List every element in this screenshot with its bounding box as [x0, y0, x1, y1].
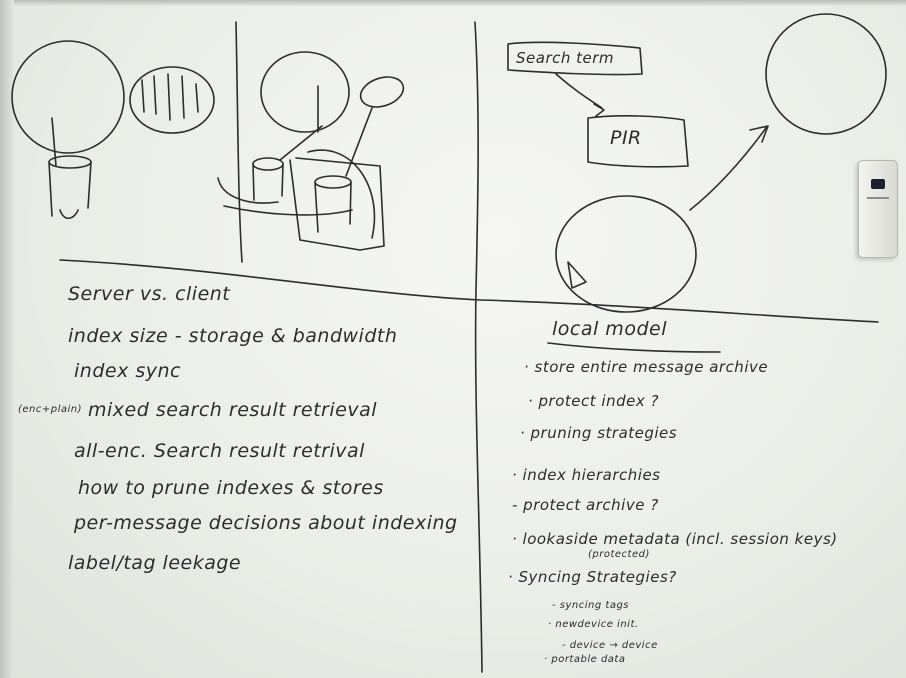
whiteboard-eraser	[858, 160, 898, 258]
whiteboard-frame-left	[0, 0, 14, 678]
item-lookaside-metadata: · lookaside metadata (incl. session keys…	[512, 530, 838, 548]
note-label-tag-leakage: label/tag leekage	[68, 552, 242, 574]
eraser-label-mark	[867, 197, 889, 199]
sketch-index-sync-middle	[217, 51, 405, 251]
note-prefix-enc-plain: (enc+plain)	[18, 404, 83, 415]
note-per-message-decisions: per-message decisions about indexing	[74, 512, 458, 534]
item-index-hierarchies: · index hierarchies	[512, 466, 661, 484]
heading-local-model: local model	[552, 318, 667, 340]
note-index-size: index size - storage & bandwidth	[68, 325, 398, 347]
sketch-pir-right	[507, 13, 887, 313]
search-term-box	[507, 41, 643, 76]
item-protected-note: (protected)	[588, 549, 650, 560]
heading-underline	[547, 342, 721, 353]
item-protect-archive: - protect archive ?	[512, 496, 659, 514]
item-store-archive: · store entire message archive	[524, 358, 769, 376]
whiteboard-frame-top	[0, 0, 906, 6]
item-device-to-device: - device → device	[562, 640, 658, 651]
label-search-term: Search term	[516, 49, 615, 67]
sketch-server-client-left	[11, 40, 215, 220]
item-new-device-init: · newdevice init.	[548, 619, 639, 630]
note-server-vs-client: Server vs. client	[68, 283, 231, 305]
label-pir: PIR	[610, 127, 642, 149]
item-syncing-strategies: · Syncing Strategies?	[508, 568, 677, 586]
item-pruning-strategies: · pruning strategies	[520, 424, 678, 442]
note-all-enc-search: all-enc. Search result retrival	[74, 440, 365, 462]
note-prune-indexes: how to prune indexes & stores	[78, 477, 384, 499]
horizontal-divider	[59, 259, 879, 323]
note-mixed-search: mixed search result retrieval	[88, 399, 377, 421]
pir-box	[587, 115, 689, 168]
note-index-sync: index sync	[74, 360, 181, 382]
vertical-divider-middle	[474, 21, 483, 673]
item-portable-data: · portable data	[544, 654, 626, 665]
vertical-divider-left	[235, 21, 243, 263]
eraser-logo-icon	[871, 179, 885, 189]
item-protect-index: · protect index ?	[528, 392, 659, 410]
item-syncing-tags: - syncing tags	[552, 600, 629, 611]
